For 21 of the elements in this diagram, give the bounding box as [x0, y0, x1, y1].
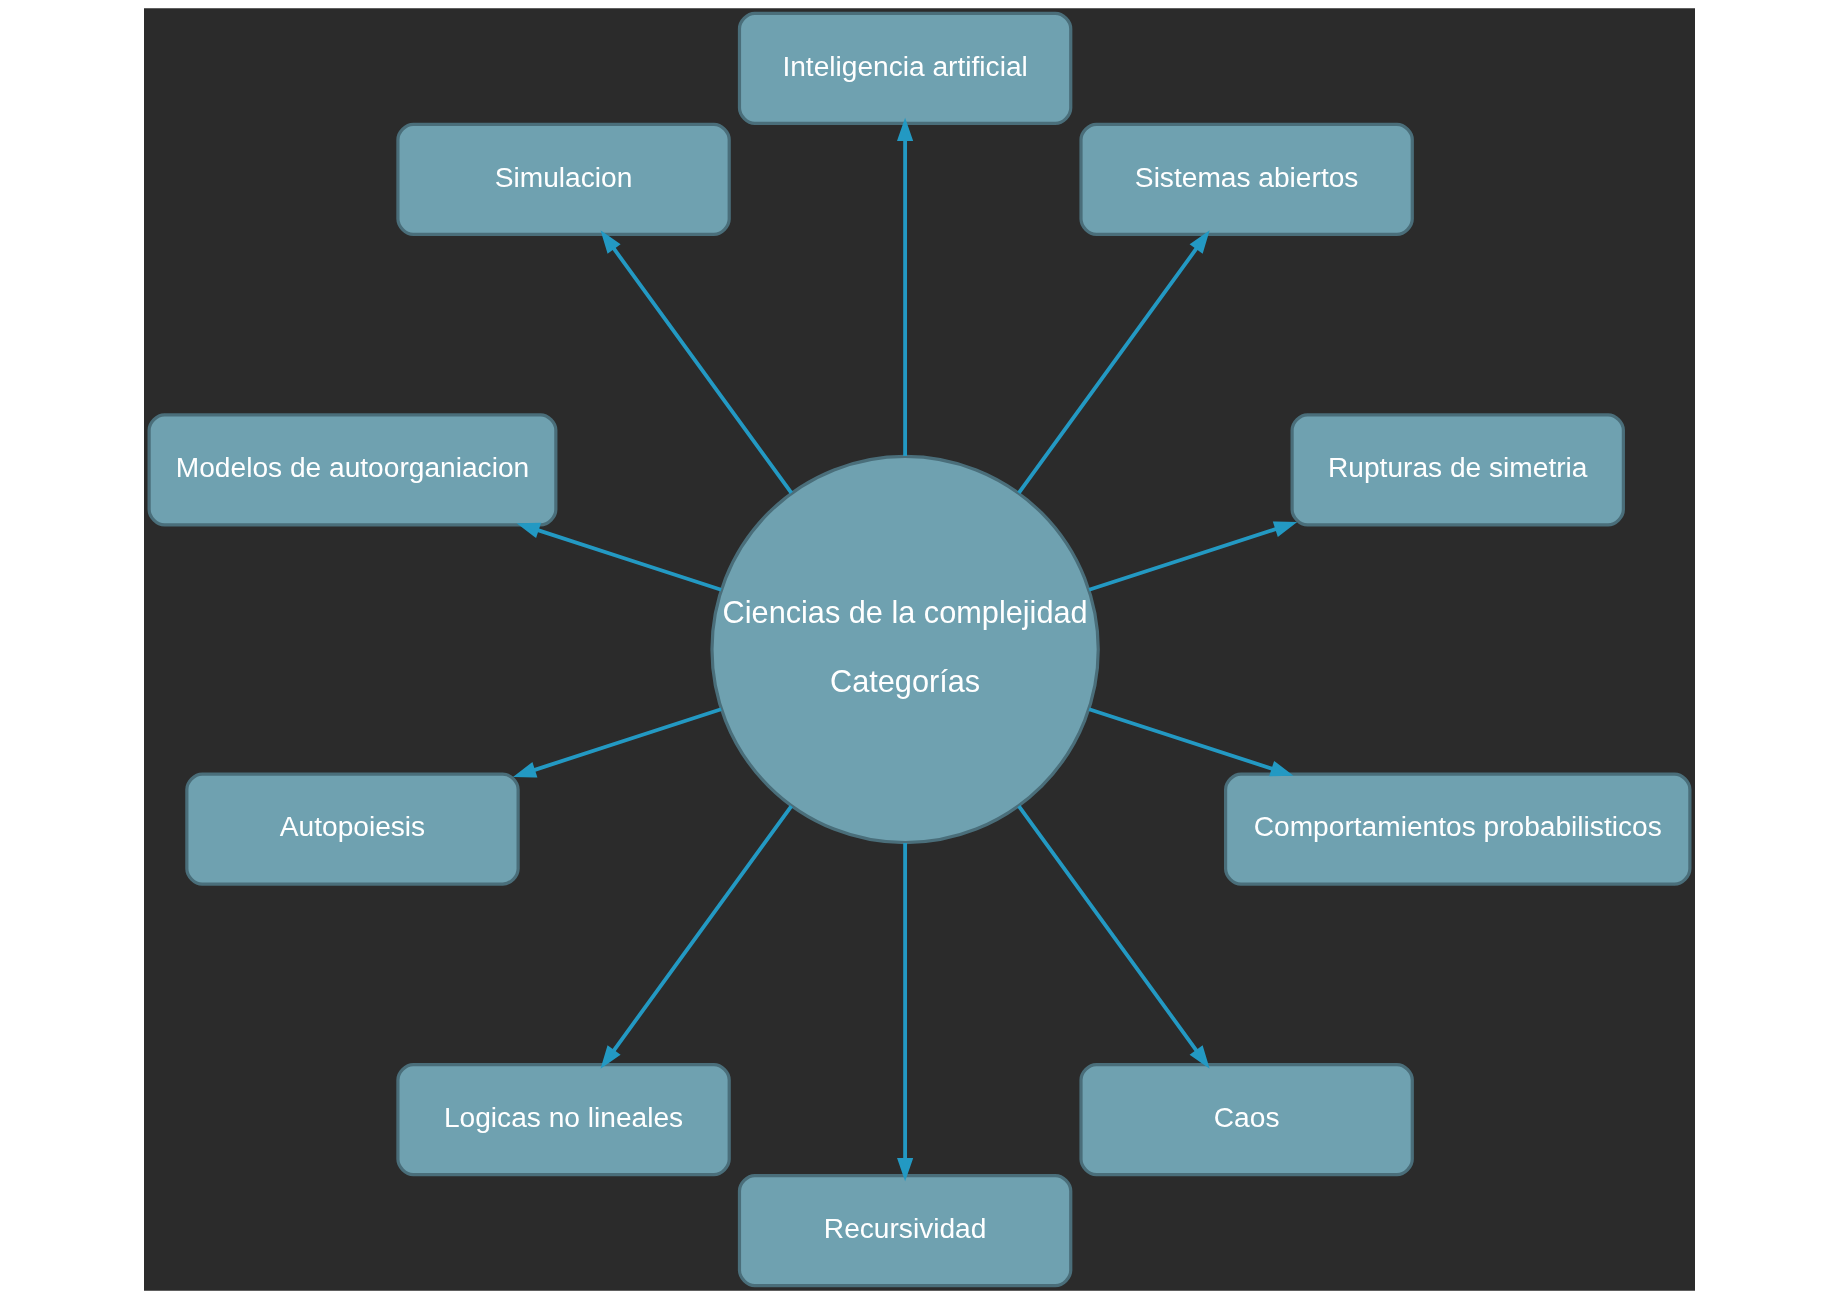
arrow	[516, 522, 722, 592]
node-box: Inteligencia artificial	[737, 11, 1072, 126]
node-box: Recursividad	[737, 1173, 1072, 1288]
arrow	[600, 804, 793, 1069]
node-circle: Ciencias de la complejidad Categorías	[709, 454, 1100, 845]
node-box: Modelos de autoorganiacion	[147, 413, 557, 527]
node-box: Comportamientos probabilisticos	[1223, 772, 1691, 886]
node-box: Autopoiesis	[184, 772, 520, 886]
node-box: Sistemas abiertos	[1078, 122, 1414, 236]
arrow	[1088, 521, 1297, 592]
node-box: Logicas no lineales	[395, 1063, 731, 1177]
arrow	[600, 230, 793, 495]
arrow	[1016, 804, 1210, 1069]
arrow	[1088, 707, 1294, 777]
arrow	[896, 117, 913, 456]
arrow	[512, 707, 722, 778]
arrow	[1016, 230, 1210, 495]
node-box: Simulacion	[395, 122, 731, 236]
arrow	[896, 843, 913, 1182]
node-box: Caos	[1078, 1063, 1414, 1177]
node-box: Rupturas de simetria	[1290, 413, 1625, 527]
